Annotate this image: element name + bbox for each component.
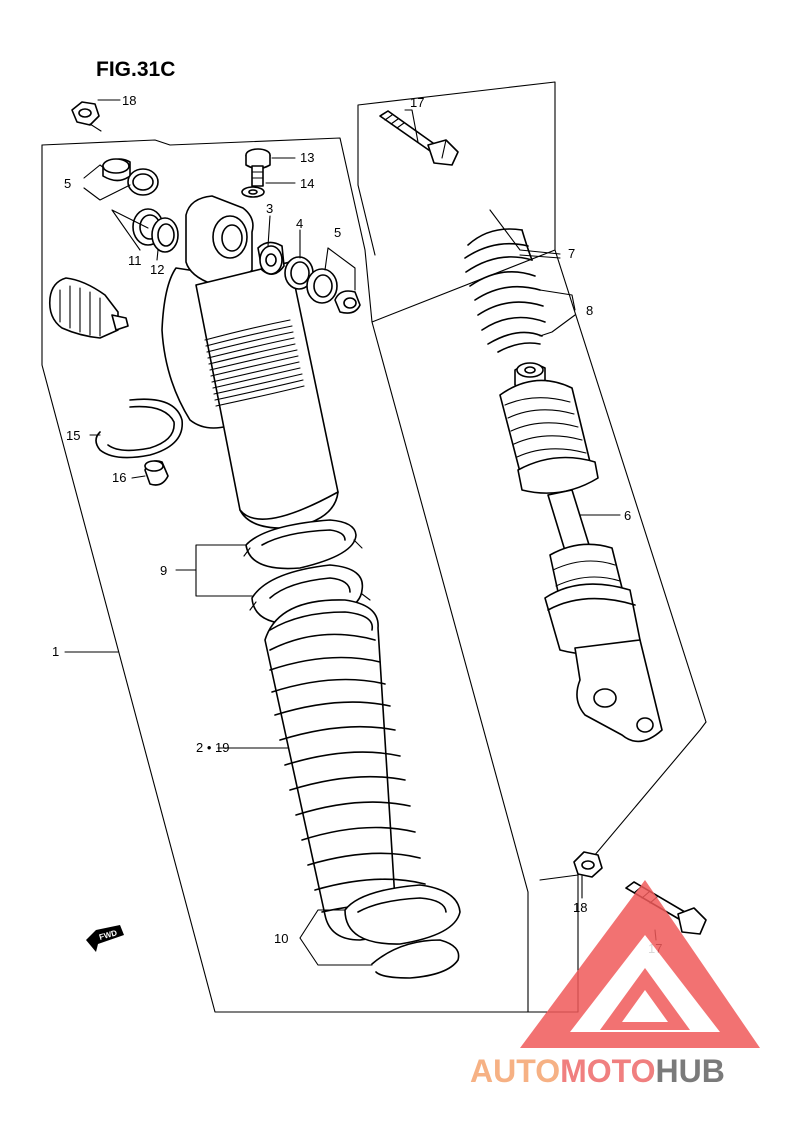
nut-18-upper [71,101,102,132]
label-12: 12 [150,262,164,277]
triangle-logo-icon [520,880,760,1048]
label-5-left: 5 [64,176,71,191]
figure-title: FIG.31C [96,58,175,81]
stopper-10 [344,884,461,979]
label-7: 7 [568,246,575,261]
watermark-logo: AUTOMOTOHUB [470,880,760,1089]
watermark-moto: MOTO [560,1053,655,1089]
leader-lines [64,99,657,966]
collar-and-seals-left [102,158,179,253]
label-17-upper: 17 [410,95,424,110]
bump-spring-8 [474,285,546,353]
collar-5-right [306,268,361,314]
shock-body [161,195,339,529]
bump-spring-7 [464,228,536,287]
label-1: 1 [52,644,59,659]
label-13: 13 [300,150,314,165]
label-11: 11 [128,253,142,268]
label-3: 3 [266,201,273,216]
preload-thread [204,319,305,407]
label-9: 9 [160,563,167,578]
label-4: 4 [296,216,303,231]
coil-spring [264,599,431,941]
washer-14 [241,186,265,198]
damper-rod-6 [499,362,663,743]
label-18-upper: 18 [122,93,136,108]
cap-16 [144,460,169,486]
label-16: 16 [112,470,126,485]
label-10: 10 [274,931,288,946]
label-14: 14 [300,176,314,191]
reservoir-cap [48,277,129,339]
bolt-17-upper [379,110,459,166]
watermark-auto: AUTO [470,1053,560,1089]
nut-18-lower [573,851,603,878]
bushing-3 [257,241,285,275]
bolt-13 [245,148,271,187]
watermark-text: AUTOMOTOHUB [470,1053,725,1089]
fwd-direction-marker: FWD [86,925,124,952]
watermark-hub: HUB [655,1053,724,1089]
spring-seat-9 [243,519,371,625]
label-8: 8 [586,303,593,318]
forward-arrow-icon [86,925,124,952]
label-18-lower: 18 [573,900,587,915]
label-2-19: 2 • 19 [196,740,229,755]
label-5-right: 5 [334,225,341,240]
label-15: 15 [66,428,80,443]
label-6: 6 [624,508,631,523]
circlip-15 [95,398,183,459]
